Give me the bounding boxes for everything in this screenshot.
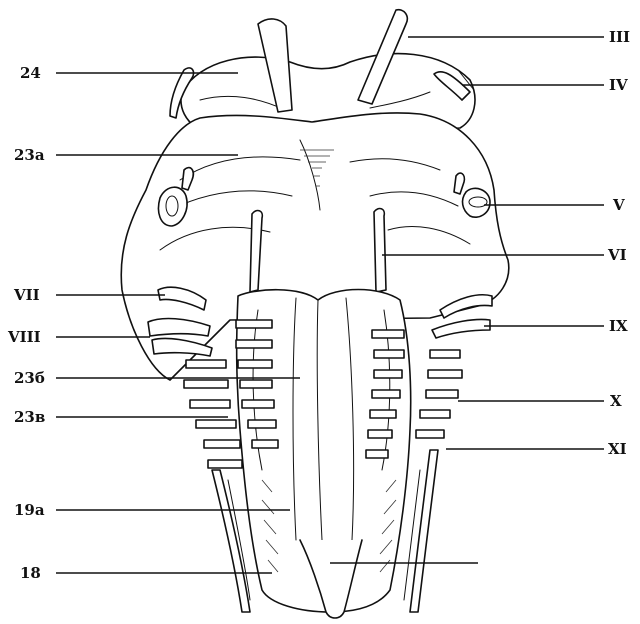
- label-23b: 23б: [14, 369, 45, 387]
- nerve-V-right: [463, 188, 490, 217]
- label-24: 24: [20, 64, 41, 82]
- label-IV: IV: [609, 76, 628, 94]
- label-X: X: [610, 392, 622, 410]
- nerve-VI-right: [374, 209, 386, 292]
- label-V: V: [612, 196, 625, 214]
- label-IX: IX: [609, 317, 628, 335]
- label-23v: 23в: [14, 408, 45, 426]
- labels-right: III IV V VI IX X XI: [607, 28, 630, 458]
- label-19a: 19а: [14, 501, 45, 519]
- label-XI: XI: [608, 440, 627, 458]
- labels-left: 24 23а VII VIII 23б 23в 19а 18: [7, 64, 45, 582]
- label-23a: 23а: [14, 146, 45, 164]
- rootlets-right: [416, 350, 462, 438]
- label-VII: VII: [13, 286, 40, 304]
- label-VIII: VIII: [7, 328, 41, 346]
- nerve-XI-right: [410, 450, 438, 612]
- rootlets-left: [184, 360, 242, 468]
- brainstem-illustration: [121, 10, 509, 618]
- nerve-XI-left: [212, 470, 250, 612]
- label-18: 18: [20, 564, 41, 582]
- label-VI: VI: [607, 246, 627, 264]
- label-III: III: [609, 28, 630, 46]
